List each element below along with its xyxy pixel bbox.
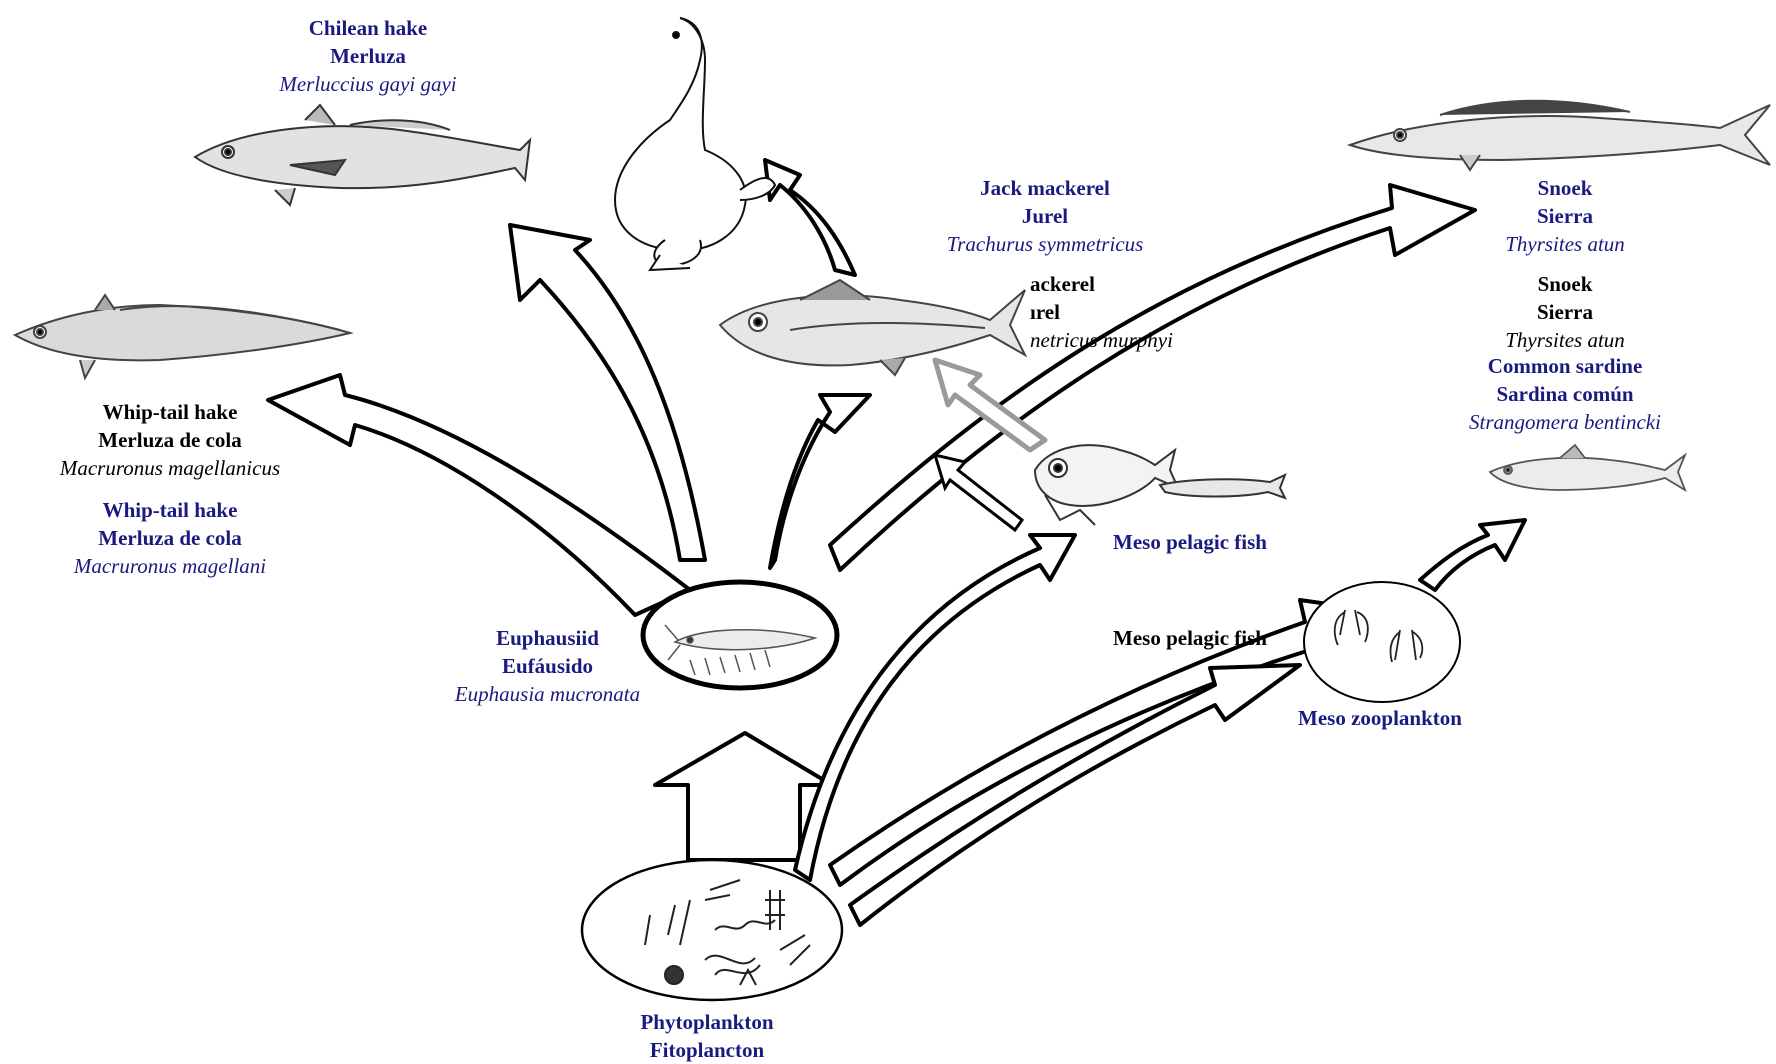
chilean-hake-species: Merluccius gayi gayi (218, 70, 518, 98)
snoek-black-common: Snoek (1440, 270, 1690, 298)
meso-pelagic-blue-name: Meso pelagic fish (1090, 528, 1290, 556)
snoek-blue-species: Thyrsites atun (1440, 230, 1690, 258)
sea-lion-icon (615, 18, 775, 270)
euphausiid-species: Euphausia mucronata (425, 680, 670, 708)
jack-mackerel-overlap-local: ırel (1030, 298, 1230, 326)
snoek-fish-icon (1350, 101, 1770, 170)
label-euphausiid: Euphausiid Eufáusido Euphausia mucronata (425, 624, 670, 708)
zooplankton-ellipse (1304, 582, 1460, 702)
arrow-phyto-to-mesopelagic (795, 535, 1075, 880)
common-sardine-common: Common sardine (1440, 352, 1690, 380)
arrow-zooplankton-to-sardine (1420, 520, 1525, 590)
whiptail-black-species: Macruronus magellanicus (20, 454, 320, 482)
whiptail-blue-common: Whip-tail hake (20, 496, 320, 524)
jack-mackerel-overlap-common: ackerel (1030, 270, 1230, 298)
snoek-blue-local: Sierra (1440, 202, 1690, 230)
euphausiid-local: Eufáusido (425, 652, 670, 680)
label-meso-pelagic-blue: Meso pelagic fish (1090, 528, 1290, 556)
phytoplankton-common: Phytoplankton (607, 1008, 807, 1036)
arrow-mackerel-to-sealion (765, 160, 855, 275)
common-sardine-local: Sardina común (1440, 380, 1690, 408)
chilean-hake-local: Merluza (218, 42, 518, 70)
jack-mackerel-local: Jurel (880, 202, 1210, 230)
label-meso-zooplankton: Meso zooplankton (1280, 704, 1480, 732)
snoek-black-species: Thyrsites atun (1440, 326, 1690, 354)
sardine-fish-icon (1490, 445, 1685, 490)
arrow-mesopelagic-to-mackerel-black (935, 455, 1022, 530)
label-whiptail-black: Whip-tail hake Merluza de cola Macruronu… (20, 398, 320, 482)
meso-zooplankton-name: Meso zooplankton (1280, 704, 1480, 732)
whiptail-blue-species: Macruronus magellani (20, 552, 320, 580)
label-jack-mackerel: Jack mackerel Jurel Trachurus symmetricu… (880, 174, 1210, 258)
hake-fish-icon (195, 105, 530, 205)
label-whiptail-blue: Whip-tail hake Merluza de cola Macruronu… (20, 496, 320, 580)
chilean-hake-common: Chilean hake (218, 14, 518, 42)
common-sardine-species: Strangomera bentincki (1440, 408, 1690, 436)
whiptail-blue-local: Merluza de cola (20, 524, 320, 552)
euphausiid-common: Euphausiid (425, 624, 670, 652)
phytoplankton-local: Fitoplancton (607, 1036, 807, 1064)
label-snoek-black: Snoek Sierra Thyrsites atun (1440, 270, 1690, 354)
label-phytoplankton: Phytoplankton Fitoplancton (607, 1008, 807, 1064)
label-meso-pelagic-black: Meso pelagic fish (1090, 624, 1290, 652)
jack-mackerel-overlap-species: netricus murphyi (1030, 326, 1230, 354)
lanternfish-icon (1035, 445, 1285, 525)
phytoplankton-ellipse (582, 860, 842, 1000)
whiptail-black-common: Whip-tail hake (20, 398, 320, 426)
snoek-blue-common: Snoek (1440, 174, 1690, 202)
label-common-sardine: Common sardine Sardina común Strangomera… (1440, 352, 1690, 436)
meso-pelagic-black-name: Meso pelagic fish (1090, 624, 1290, 652)
snoek-black-local: Sierra (1440, 298, 1690, 326)
arrow-phyto-to-zooplankton (850, 665, 1300, 925)
label-jack-mackerel-overlap: ackerel ırel netricus murphyi (1030, 270, 1230, 354)
whiptail-black-local: Merluza de cola (20, 426, 320, 454)
whiptail-fish-icon (15, 295, 350, 378)
mackerel-fish-icon (720, 280, 1025, 375)
label-chilean-hake: Chilean hake Merluza Merluccius gayi gay… (218, 14, 518, 98)
jack-mackerel-common: Jack mackerel (880, 174, 1210, 202)
jack-mackerel-species: Trachurus symmetricus (880, 230, 1210, 258)
label-snoek-blue: Snoek Sierra Thyrsites atun (1440, 174, 1690, 258)
arrow-euphausiid-to-whiptail (268, 375, 690, 615)
